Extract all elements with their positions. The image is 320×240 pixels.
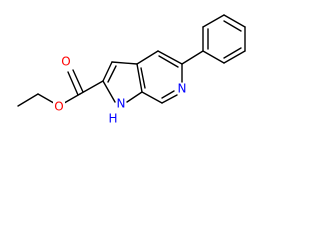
bond-c5-phenyl — [181, 50, 204, 65]
molecule-structure: O O N H N — [17, 14, 246, 126]
atom-o-carbonyl: O — [61, 55, 70, 69]
bond-ph6-ph1 — [202, 50, 225, 64]
bond-c2-c3-double — [107, 65, 117, 83]
bond-c4-c5-double — [158, 55, 179, 68]
bond-c2-carbonyl — [79, 80, 104, 95]
bond-c4-c5-single — [157, 50, 183, 65]
bond-ph3-ph4 — [223, 14, 246, 28]
bond-n6-c7-double — [161, 90, 175, 99]
bond-c3-c3a — [111, 61, 138, 65]
bond-ph5-ph6-double — [223, 47, 242, 59]
bond-c3a-c7a-inner — [140, 67, 146, 89]
bond-c3a-c7a — [136, 63, 143, 93]
atom-h-pyrrole: H — [108, 112, 117, 126]
bond-carbonyl-double-2 — [72, 69, 84, 93]
atom-o-ester: O — [54, 100, 63, 114]
bond-n6-c7 — [161, 94, 178, 104]
bond-ch3-ch2 — [17, 93, 39, 107]
bond-ph5-ph6 — [223, 50, 246, 64]
bond-c3a-c4 — [136, 50, 159, 65]
bond-n1-c2 — [102, 80, 116, 103]
bond-ph3-ph4-double — [223, 20, 242, 32]
bond-carbonyl-double-1 — [67, 71, 79, 96]
atom-n-pyridine: N — [178, 82, 187, 96]
bond-c2-c3-single — [102, 61, 113, 82]
bonds — [17, 14, 246, 107]
atom-n-pyrrole: N — [117, 97, 126, 111]
atom-labels: O O N H N — [53, 55, 186, 126]
bond-ph2-ph3 — [202, 14, 225, 28]
bond-c7-c7a — [141, 91, 163, 104]
bond-c7a-n1 — [126, 91, 143, 103]
